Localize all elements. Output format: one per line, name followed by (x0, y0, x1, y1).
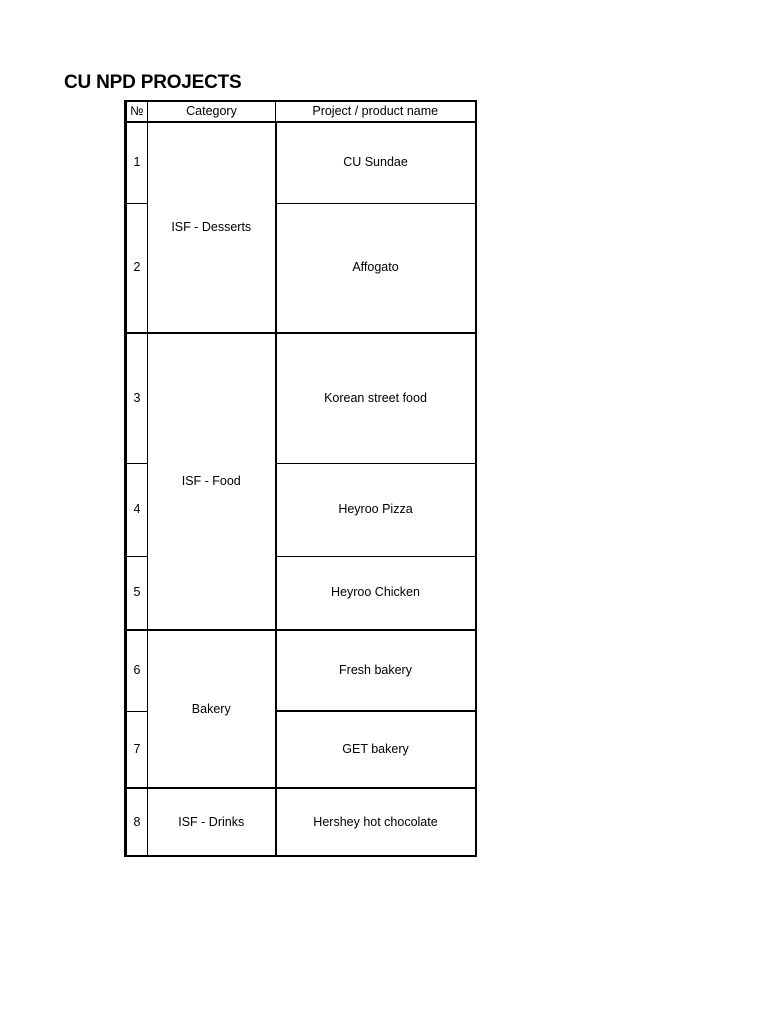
row-number: 6 (124, 629, 148, 712)
header-product-name: Project / product name (275, 100, 477, 123)
projects-table: № Category Project / product name 1 ISF … (124, 100, 477, 857)
table-row: 6 Bakery Fresh bakery (124, 629, 477, 789)
row-number: 4 (124, 462, 148, 557)
product-name-cell: Korean street food (275, 332, 477, 464)
row-number: 2 (124, 202, 148, 334)
header-number: № (124, 100, 148, 123)
page-title: CU NPD PROJECTS (64, 72, 242, 93)
row-number: 5 (124, 555, 148, 631)
table-row: 5 Heyroo Chicken (124, 555, 477, 631)
category-cell: ISF - Desserts (147, 121, 277, 334)
table-row: 3 ISF - Food Korean street food (124, 332, 477, 631)
table-row: 4 Heyroo Pizza (124, 462, 477, 557)
table-row: 8 ISF - Drinks Hershey hot chocolate (124, 787, 477, 857)
product-name-cell: Heyroo Pizza (275, 462, 477, 557)
category-cell: ISF - Drinks (147, 787, 277, 857)
table-row: 1 ISF - Desserts CU Sundae (124, 121, 477, 334)
category-cell: ISF - Food (147, 332, 277, 631)
product-name-cell: Fresh bakery (275, 629, 477, 712)
product-name-cell: Hershey hot chocolate (275, 787, 477, 857)
table-row: 7 GET bakery (124, 710, 477, 789)
product-name-cell: Affogato (275, 202, 477, 334)
product-name-cell: Heyroo Chicken (275, 555, 477, 631)
row-number: 3 (124, 332, 148, 464)
table-row: 2 Affogato (124, 202, 477, 334)
header-category: Category (147, 100, 276, 123)
table-header-row: № Category Project / product name (124, 100, 477, 123)
row-number: 1 (124, 121, 148, 204)
row-number: 8 (124, 787, 148, 857)
row-number: 7 (124, 710, 148, 789)
category-cell: Bakery (147, 629, 277, 789)
product-name-cell: GET bakery (275, 710, 477, 789)
product-name-cell: CU Sundae (275, 121, 477, 204)
